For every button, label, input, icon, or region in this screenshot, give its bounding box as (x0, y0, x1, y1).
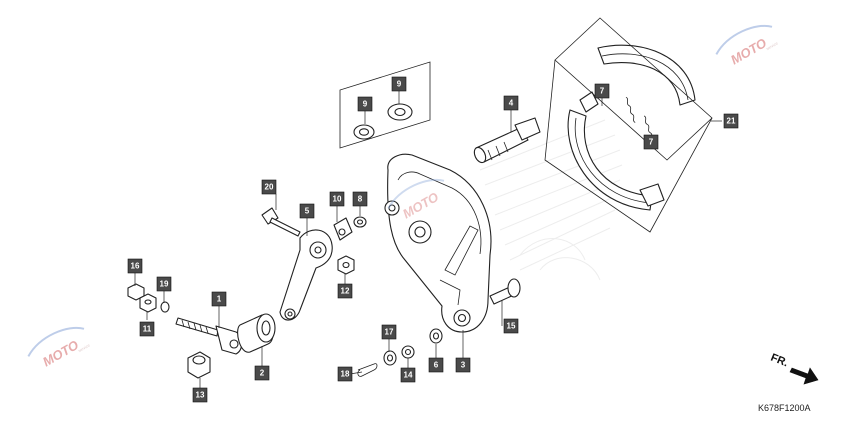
stud-bolt-15 (489, 278, 521, 305)
callout-9-left: 9 (357, 96, 373, 112)
svg-text:14: 14 (404, 371, 413, 380)
bearing-right (387, 103, 413, 121)
svg-text:6: 6 (434, 361, 439, 370)
callout-6: 6 (428, 357, 444, 373)
svg-text:service: service (765, 40, 779, 51)
svg-text:4: 4 (509, 99, 514, 108)
svg-text:1: 1 (217, 295, 222, 304)
svg-text:20: 20 (265, 183, 274, 192)
callout-9-right: 9 (391, 76, 407, 92)
brake-arm (279, 229, 333, 321)
callout-2: 2 (254, 365, 270, 381)
svg-text:18: 18 (341, 370, 350, 379)
drawing-code: K678F1200A (758, 403, 811, 413)
callout-7-lower: 7 (643, 134, 659, 150)
joint-pin (237, 313, 276, 353)
background-watermark-hatch (479, 119, 623, 281)
svg-text:13: 13 (196, 391, 205, 400)
svg-text:MOTO: MOTO (728, 35, 769, 67)
nut-12 (337, 255, 355, 275)
leader-lines (134, 91, 722, 388)
svg-text:19: 19 (160, 280, 169, 289)
callout-5: 5 (299, 203, 315, 219)
washer-18 (160, 301, 170, 313)
svg-text:7: 7 (649, 138, 654, 147)
callout-10: 10 (329, 191, 345, 207)
watermark-logo-top-right: MOTO service (715, 24, 779, 68)
front-arrow-icon (789, 367, 819, 385)
svg-text:8: 8 (358, 195, 363, 204)
washer-8 (353, 216, 367, 228)
callout-3: 3 (455, 357, 471, 373)
callout-8: 8 (352, 191, 368, 207)
pin-19 (357, 363, 378, 377)
callout-7-upper: 7 (594, 83, 610, 99)
adjusting-rod (175, 317, 243, 355)
svg-text:15: 15 (507, 322, 516, 331)
svg-text:3: 3 (461, 361, 466, 370)
svg-text:MOTO: MOTO (40, 337, 81, 369)
callout-4: 4 (503, 95, 519, 111)
callout-13: 13 (192, 387, 208, 403)
bearing-left (353, 124, 375, 140)
callout-18: 19 (156, 276, 172, 292)
washer-14 (401, 345, 415, 359)
callout-19: 18 (337, 366, 353, 382)
watermark-logo-bottom-left: MOTO service (27, 326, 91, 370)
callout-20: 20 (261, 179, 277, 195)
callout-1: 1 (211, 291, 227, 307)
indicator-plate (333, 217, 353, 241)
brake-cam (473, 117, 541, 164)
washer-6 (429, 328, 443, 344)
svg-text:service: service (77, 342, 91, 353)
callout-16: 16 (127, 258, 143, 274)
collar-17 (383, 350, 397, 366)
front-direction-indicator: FR. (769, 352, 819, 385)
svg-text:10: 10 (333, 195, 342, 204)
bearing-group-box (339, 61, 431, 149)
svg-text:7: 7 (600, 87, 605, 96)
svg-text:9: 9 (363, 100, 368, 109)
svg-text:9: 9 (397, 80, 402, 89)
callout-17: 17 (381, 324, 397, 340)
bolt-20 (261, 207, 301, 237)
nut-11 (139, 293, 157, 313)
svg-text:21: 21 (727, 117, 736, 126)
callout-14: 14 (400, 367, 416, 383)
shoe-assembly-outline (544, 17, 713, 233)
svg-text:12: 12 (341, 287, 350, 296)
svg-text:2: 2 (260, 369, 265, 378)
brake-panel (384, 153, 492, 333)
nut-13 (187, 351, 211, 379)
svg-text:17: 17 (385, 328, 394, 337)
svg-text:16: 16 (131, 262, 140, 271)
svg-text:5: 5 (305, 207, 310, 216)
callout-12: 12 (337, 283, 353, 299)
callout-11: 11 (139, 321, 155, 337)
svg-text:FR.: FR. (769, 352, 790, 370)
callout-21: 21 (723, 113, 739, 129)
svg-text:11: 11 (143, 325, 152, 334)
callout-15: 15 (503, 318, 519, 334)
